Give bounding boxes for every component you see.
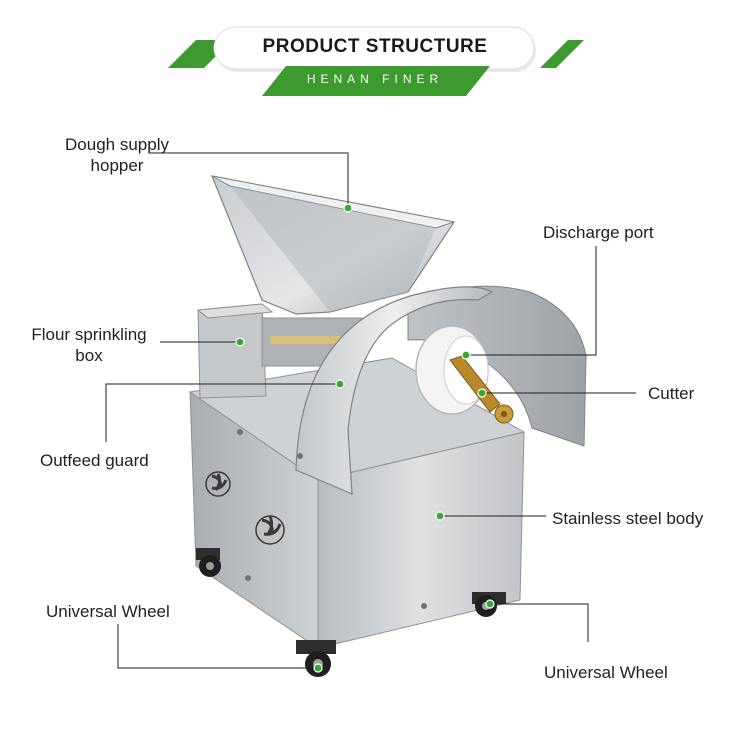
label-discharge-port: Discharge port [543, 223, 654, 242]
label-universal-wheel-right: Universal Wheel [544, 663, 668, 682]
label-cutter: Cutter [648, 384, 695, 403]
marker-wheel-left [313, 663, 323, 673]
marker-body [435, 511, 445, 521]
leader-discharge-port [466, 246, 597, 356]
label-universal-wheel-left: Universal Wheel [46, 602, 170, 621]
marker-flour-box [235, 337, 245, 347]
leader-outfeed-guard [105, 383, 340, 442]
banner-subtitle: HENAN FINER [306, 72, 444, 86]
label-hopper-line1: Dough supply [65, 135, 169, 154]
banner-sub-ribbon [262, 66, 490, 96]
marker-cutter [477, 388, 487, 398]
cutter [449, 355, 514, 424]
marker-outfeed-guard [335, 379, 345, 389]
leader-hopper [150, 152, 349, 208]
universal-wheel-left-rear [196, 548, 221, 577]
header-banner [168, 26, 584, 96]
outfeed-guard [295, 286, 494, 495]
label-dough-supply-hopper: Dough supply hopper [52, 134, 182, 176]
label-stainless-steel-body: Stainless steel body [552, 509, 704, 528]
leader-wheel-left [117, 624, 318, 669]
marker-discharge-port [461, 350, 471, 360]
label-flour-line1: Flour sprinkling [31, 325, 147, 344]
banner-right-ribbon-outer [540, 40, 582, 68]
vent-fan-icon [205, 471, 285, 545]
banner-title: PRODUCT STRUCTURE [262, 36, 488, 57]
leader-wheel-right [490, 603, 589, 642]
label-flour-sprinkling-box: Flour sprinkling box [18, 324, 160, 366]
label-flour-line2: box [75, 346, 103, 365]
label-hopper-line2: hopper [90, 156, 144, 175]
marker-hopper [343, 203, 353, 213]
label-outfeed-guard: Outfeed guard [40, 451, 149, 470]
marker-wheel-right [485, 599, 495, 609]
